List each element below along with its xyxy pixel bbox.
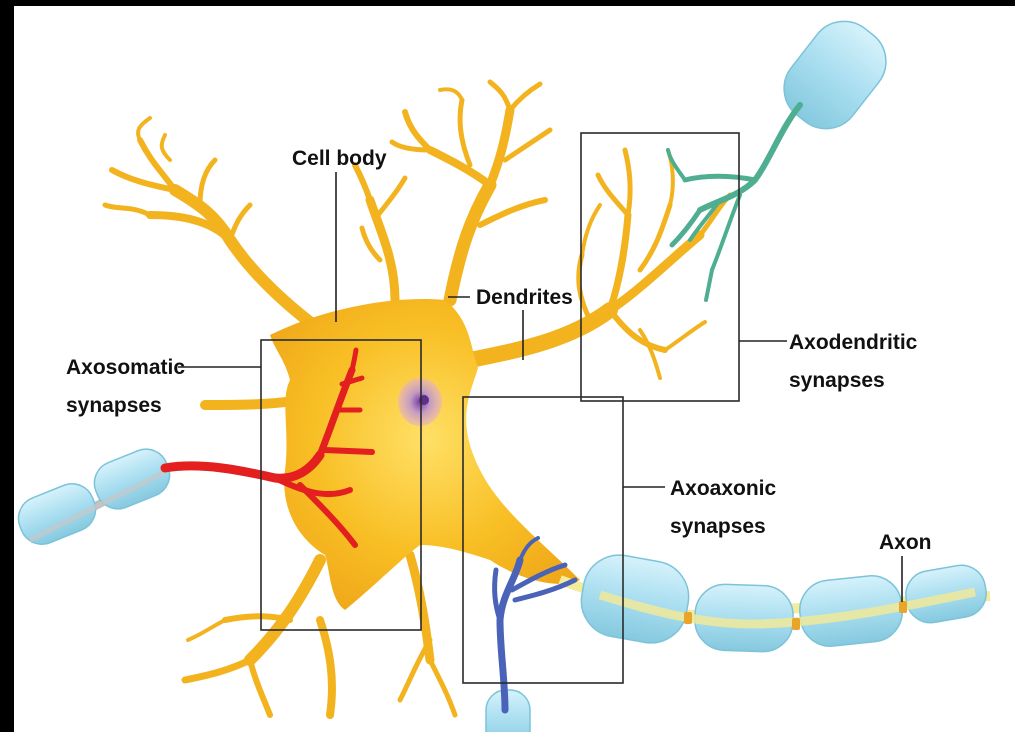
axodendritic-label-line1: Axodendritic — [789, 331, 918, 354]
diagram-canvas: Cell body Dendrites Axosomatic synapses … — [14, 6, 1015, 732]
myelinated-axon — [560, 549, 990, 652]
axoaxonic-label-line1: Axoaxonic — [670, 477, 777, 500]
nucleus — [398, 378, 442, 426]
cell-body-label: Cell body — [292, 147, 387, 170]
axon-label: Axon — [879, 531, 932, 554]
neuron-synapse-diagram: Cell body Dendrites Axosomatic synapses … — [14, 6, 1015, 732]
axosomatic-label-line1: Axosomatic — [66, 356, 185, 379]
axodendritic-label-line2: synapses — [789, 369, 885, 392]
axoaxonic-label-line2: synapses — [670, 515, 766, 538]
axosomatic-label-line2: synapses — [66, 394, 162, 417]
axodendritic-presynaptic-axon — [668, 8, 900, 300]
dendrites-label: Dendrites — [476, 286, 573, 309]
